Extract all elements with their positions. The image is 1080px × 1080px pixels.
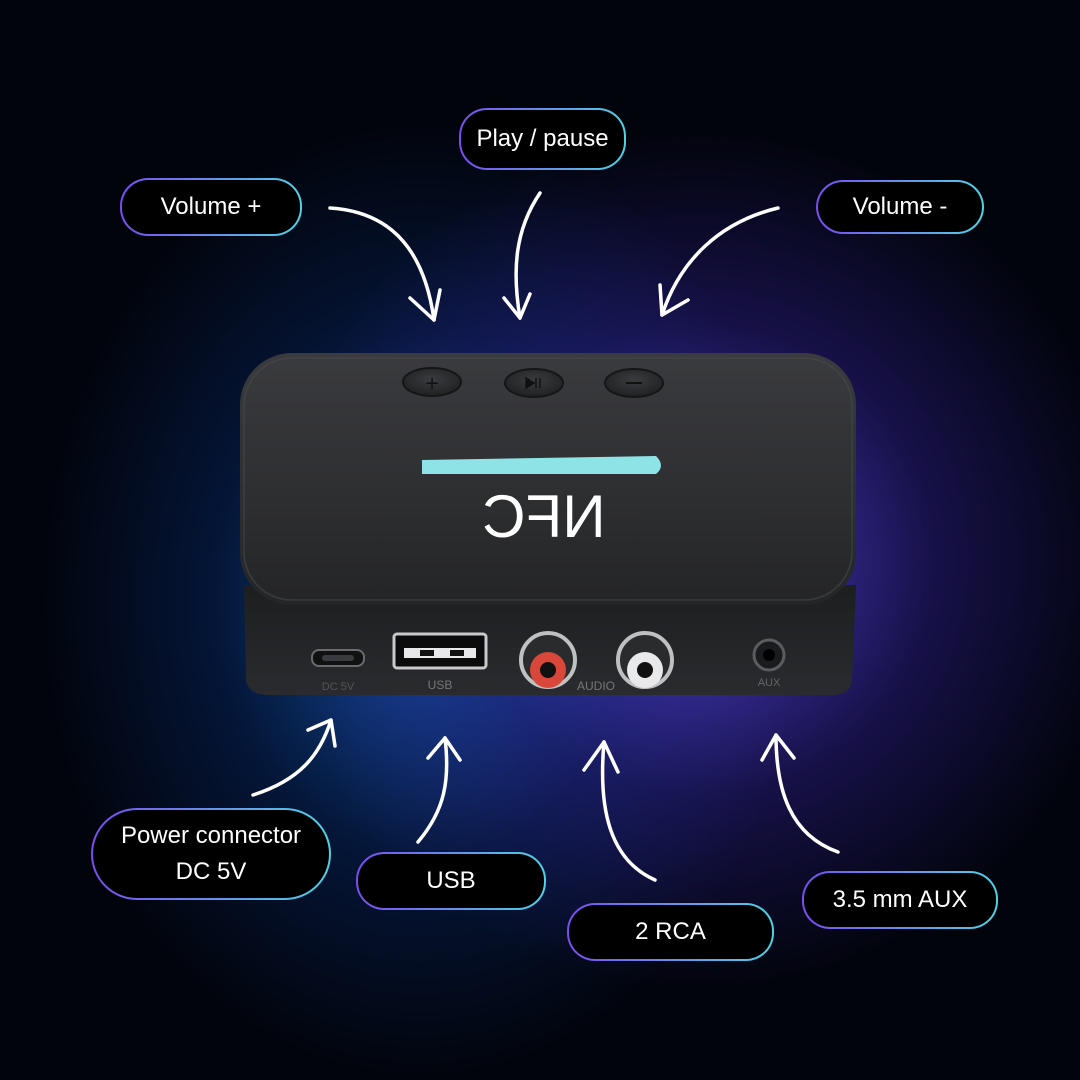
label-power: Power connector DC 5V (91, 808, 331, 900)
dc-port (311, 649, 365, 667)
rca-white-port (616, 631, 674, 689)
rca-red-port (519, 631, 577, 689)
arrow-volume-up (328, 206, 442, 322)
port-label-dc: DC 5V (322, 681, 355, 693)
label-aux: 3.5 mm AUX (802, 871, 998, 929)
play-pause-button[interactable] (504, 368, 564, 398)
arrow-rca (582, 740, 657, 882)
device-top-face (240, 353, 856, 605)
volume-down-button[interactable] (604, 368, 664, 398)
arrow-aux (760, 733, 840, 854)
port-label-audio: AUDIO (577, 679, 615, 693)
label-aux-text: 3.5 mm AUX (832, 886, 968, 913)
nfc-light-bar (422, 456, 661, 474)
arrow-power (251, 718, 337, 797)
label-rca: 2 RCA (567, 903, 774, 961)
label-volume-up: Volume + (120, 178, 302, 236)
usb-port (392, 632, 488, 670)
arrow-usb (416, 736, 462, 844)
label-volume-down: Volume - (816, 180, 984, 234)
label-play-pause-text: Play / pause (476, 125, 609, 152)
port-label-aux: AUX (758, 677, 781, 689)
arrow-volume-down (658, 206, 780, 317)
label-rca-text: 2 RCA (635, 918, 706, 945)
label-volume-up-text: Volume + (160, 193, 262, 220)
label-volume-down-text: Volume - (852, 193, 948, 220)
label-power-text: Power connector DC 5V (120, 822, 302, 885)
port-label-usb: USB (428, 678, 453, 692)
aux-port (752, 638, 786, 672)
svg-text:+: + (424, 373, 439, 394)
label-usb-text: USB (426, 867, 476, 894)
nfc-text: NFC (482, 483, 605, 550)
label-play-pause: Play / pause (459, 108, 626, 170)
arrow-play-pause (502, 191, 542, 320)
volume-up-button[interactable]: + (402, 367, 462, 397)
label-usb: USB (356, 852, 546, 910)
